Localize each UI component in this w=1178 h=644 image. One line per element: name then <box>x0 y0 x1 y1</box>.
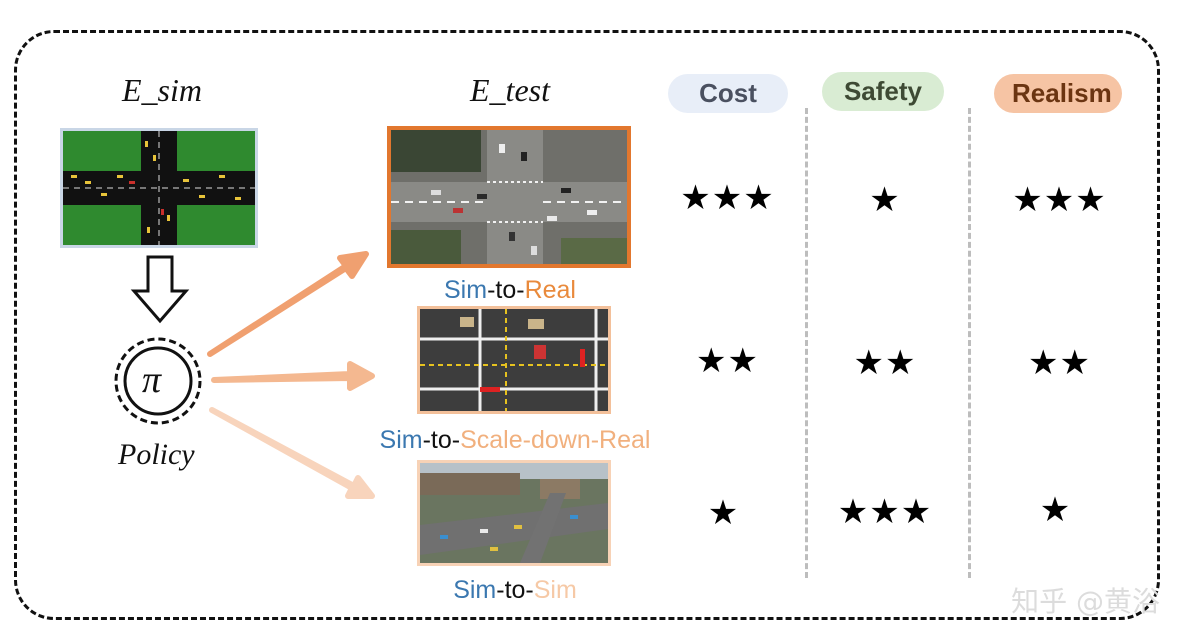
caption-dash: -to- <box>496 576 534 604</box>
caption-sim-to-sim: Sim-to-Sim <box>395 576 635 605</box>
caption-dash: -to- <box>422 426 461 454</box>
scale-down-real-image <box>420 309 608 411</box>
column-divider <box>805 108 808 578</box>
rating-scale-cost: ★★ <box>696 341 759 381</box>
arrow-to-scale-down-real <box>211 361 375 391</box>
policy-label: Policy <box>118 438 195 471</box>
policy-circle <box>114 337 202 425</box>
arrow-to-sim <box>209 407 375 499</box>
real-aerial-image <box>391 130 627 264</box>
rating-real-realism: ★★★ <box>1012 180 1107 220</box>
rating-real-safety: ★ <box>869 180 901 220</box>
watermark: 知乎 @黄浴 <box>1011 585 1160 618</box>
caption-suffix: Scale-down-Real <box>460 426 651 454</box>
rating-real-cost: ★★★ <box>680 178 775 218</box>
env-test-label: E_test <box>470 72 550 108</box>
arrow-to-real <box>207 251 369 357</box>
column-header-safety: Safety <box>822 72 944 111</box>
column-header-realism: Realism <box>994 74 1122 113</box>
sim-intersection-image <box>63 131 255 245</box>
rating-sim-cost: ★ <box>707 493 740 533</box>
scale-down-real-thumbnail <box>417 306 611 414</box>
caption-sim-to-real: Sim-to-Real <box>390 276 630 305</box>
caption-dash: -to- <box>487 276 525 304</box>
rating-sim-safety: ★★★ <box>837 492 933 532</box>
rating-scale-realism: ★★ <box>1028 343 1091 383</box>
dashed-frame <box>14 30 1160 620</box>
real-intersection-thumbnail <box>387 126 631 268</box>
rating-sim-realism: ★ <box>1039 490 1072 530</box>
caption-sim-to-scale-down-real: Sim-to-Scale-down-Real <box>370 426 660 455</box>
caption-prefix: Sim <box>453 576 497 604</box>
sim-city-image <box>420 463 608 563</box>
column-divider <box>968 108 971 578</box>
caption-prefix: Sim <box>379 426 423 454</box>
rating-scale-safety: ★★ <box>853 343 917 383</box>
caption-suffix: Real <box>524 276 576 304</box>
column-header-cost: Cost <box>668 74 788 113</box>
sim-city-thumbnail <box>417 460 611 566</box>
policy-symbol: π <box>142 359 162 401</box>
down-arrow-icon <box>130 255 190 324</box>
caption-suffix: Sim <box>533 576 577 604</box>
env-sim-label: E_sim <box>122 72 202 108</box>
caption-prefix: Sim <box>444 276 488 304</box>
sim-intersection-thumbnail <box>60 128 258 248</box>
